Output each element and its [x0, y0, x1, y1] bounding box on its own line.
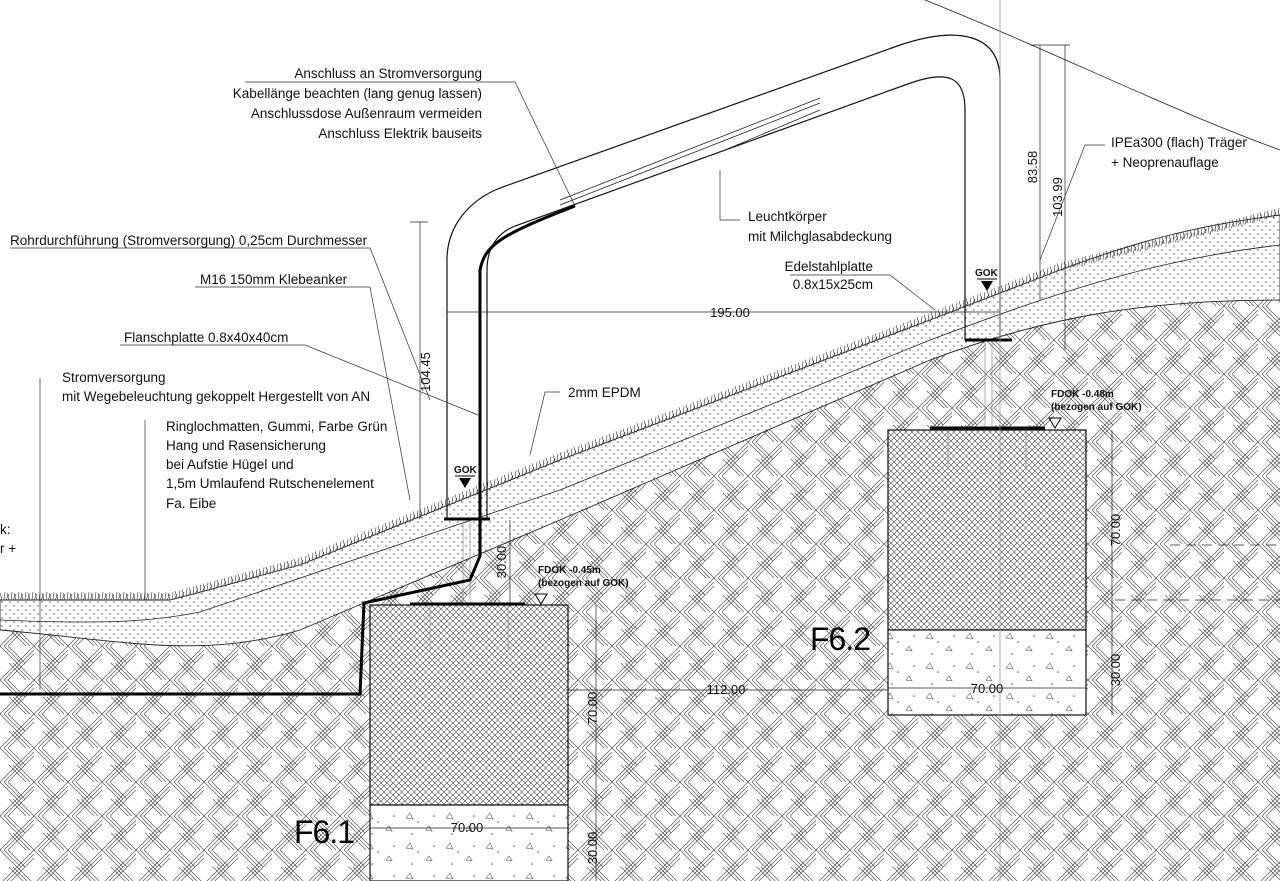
dim-f61-base: 30.00 — [585, 832, 600, 865]
anchor-bolts-f61 — [429, 520, 509, 650]
anchor-label: M16 150mm Klebeanker — [200, 272, 348, 287]
beam-label-2: + Neoprenauflage — [1111, 155, 1219, 170]
dimension-lines — [370, 44, 1113, 881]
power-cable — [0, 204, 576, 696]
note-line: Kabellänge beachten (lang genug lassen) — [233, 86, 482, 101]
grass-line — [0, 207, 1280, 601]
fdok-marker-right — [1048, 417, 1062, 429]
dim-f61-width: 70.00 — [451, 820, 484, 835]
foundation-f62-base — [887, 629, 1087, 716]
power-supply-note: Anschluss an Stromversorgung Kabellänge … — [233, 66, 482, 141]
dim-left-height: 104.45 — [418, 352, 433, 392]
dim-left-plinth: 30.00 — [494, 546, 509, 579]
conduit-label: Rohrdurchführung (Stromversorgung) 0,25c… — [10, 233, 368, 248]
dim-f61-depth: 70.00 — [585, 692, 600, 725]
foundation-f62 — [887, 429, 1087, 631]
fdok-left-label: FDOK -0.45m — [538, 565, 601, 576]
foundation-f61 — [369, 604, 569, 806]
note-line: Hang und Rasensicherung — [166, 438, 326, 453]
luminaire-glass-2 — [559, 102, 821, 206]
luminaire-label-2: mit Milchglasabdeckung — [748, 229, 892, 244]
dim-f62-depth: 70.00 — [1108, 514, 1123, 547]
dim-right-outer: 103.99 — [1050, 177, 1065, 217]
note-line: bei Aufstie Hügel und — [166, 457, 294, 472]
power-label: Stromversorgung — [62, 370, 166, 385]
gravel-layer — [0, 214, 1280, 647]
luminaire-label: Leuchtkörper — [748, 209, 827, 224]
gok-left-label: GOK — [454, 465, 478, 476]
terrain-line — [924, 0, 1280, 151]
dim-f62-base: 30.00 — [1108, 654, 1123, 687]
dim-f62-width: 70.00 — [971, 681, 1004, 696]
luminaire-glass-3 — [724, 109, 821, 151]
note-line: 1,5m Umlaufend Rutschenelement — [166, 476, 374, 491]
gok-marker-left — [455, 475, 475, 488]
foundation-f61-base — [369, 804, 569, 881]
steel-plate-label-2: 0.8x15x25cm — [793, 277, 873, 292]
gok-marker-right — [977, 278, 997, 291]
leader-lines — [10, 81, 1105, 690]
flange-label: Flanschplatte 0.8x40x40cm — [124, 330, 288, 345]
fdok-left-label-2: (bezogen auf GOK) — [538, 578, 629, 589]
steel-plate-label: Edelstahlplatte — [784, 259, 873, 274]
power-label-2: mit Wegebeleuchtung gekoppelt Hergestell… — [62, 389, 370, 404]
luminaire-pipe-outer — [446, 34, 1001, 519]
note-line: Anschluss an Stromversorgung — [294, 66, 482, 81]
gok-right-label: GOK — [975, 268, 999, 279]
mats-note: Ringlochmatten, Gummi, Farbe Grün Hang u… — [166, 419, 387, 511]
note-line: Anschlussdose Außenraum vermeiden — [251, 106, 482, 121]
dim-foundations-gap: 112.00 — [707, 682, 746, 697]
dim-right-inner: 83.58 — [1025, 151, 1040, 184]
epdm-label: 2mm EPDM — [568, 385, 641, 400]
note-line: Anschluss Elektrik bauseits — [318, 126, 482, 141]
note-line: Ringlochmatten, Gummi, Farbe Grün — [166, 419, 387, 434]
fdok-marker-left — [534, 593, 548, 605]
note-line: Fa. Eibe — [166, 496, 216, 511]
clipped-text-2: r + — [0, 541, 16, 556]
foundation-f62-label: F6.2 — [810, 621, 870, 657]
luminaire-glass — [559, 97, 821, 201]
fdok-right-label-2: (bezogen auf GOK) — [1051, 402, 1142, 413]
foundation-f61-label: F6.1 — [294, 814, 354, 850]
fdok-right-label: FDOK -0.48m — [1051, 389, 1114, 400]
clipped-text: k: — [0, 522, 11, 537]
anchor-bolts-f62 — [947, 340, 1027, 470]
dim-span: 195.00 — [710, 305, 750, 320]
luminaire-pipe-inner — [486, 76, 966, 519]
beam-label: IPEa300 (flach) Träger — [1111, 135, 1247, 150]
gravel-mid-line — [0, 244, 1280, 623]
